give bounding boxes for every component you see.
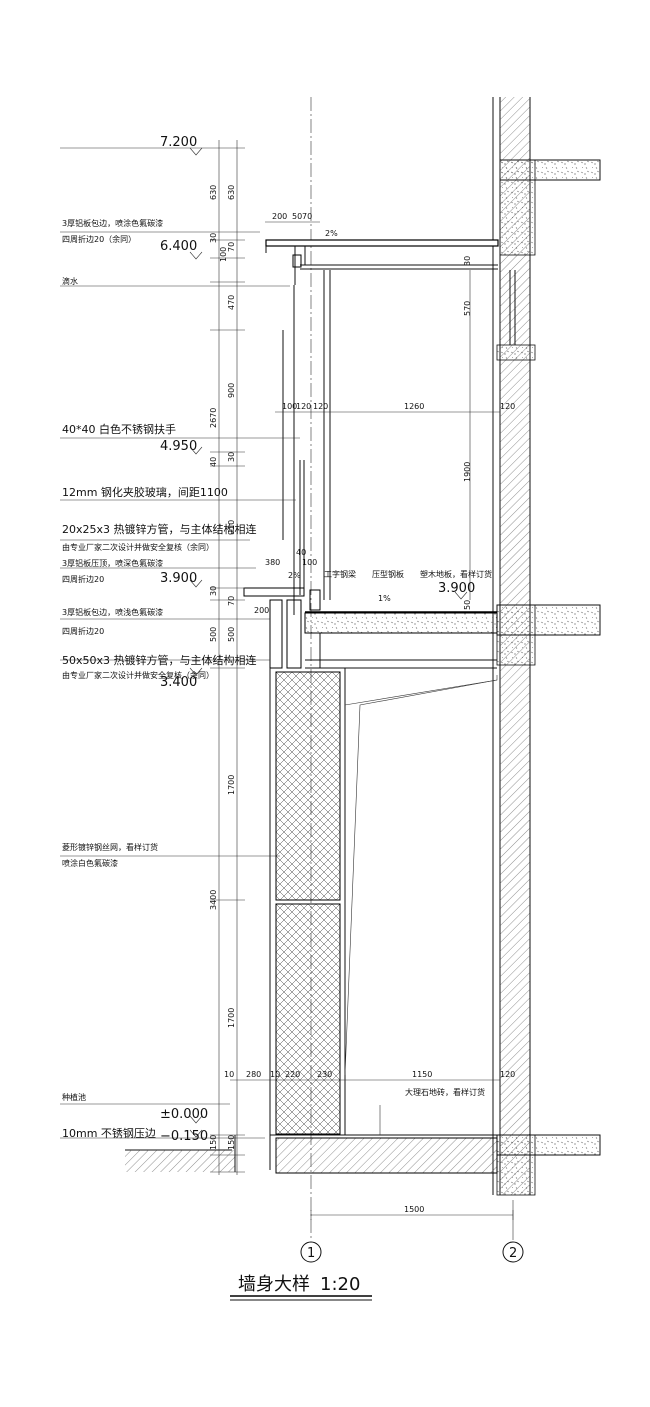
dim-v-50: 50 (463, 600, 472, 610)
dim-h-120a: 120 (296, 402, 311, 411)
dim-v-150b: 150 (227, 1135, 236, 1150)
drawing-scale: 1:20 (320, 1274, 360, 1295)
note-a21: 大理石地砖，看样订货 (405, 1087, 485, 1097)
dim-h-10a: 10 (224, 1070, 234, 1079)
note-a16: 种植池 (62, 1092, 86, 1102)
note-a18: 工字钢梁 (324, 569, 356, 579)
grid-label-2: 2 (509, 1246, 517, 1261)
note-a5: 12mm 钢化夹胶玻璃，间距1100 (62, 485, 228, 499)
dim-v-500b: 500 (227, 627, 236, 642)
slope-slab: 1% (378, 594, 391, 603)
elev-6400: 6.400 (160, 239, 197, 254)
dim-v-30a: 30 (209, 233, 218, 243)
main-wall (492, 97, 601, 1196)
dim-h-200a: 200 (272, 212, 287, 221)
note-a4: 40*40 白色不锈钢扶手 (62, 422, 176, 436)
dim-h-380: 380 (265, 558, 280, 567)
slope-railing: 2% (288, 571, 301, 580)
note-a19: 压型钢板 (372, 569, 404, 579)
grid-label-1: 1 (307, 1246, 315, 1261)
dim-v-500a: 500 (209, 627, 218, 642)
note-a12: 50x50x3 热镀锌方管，与主体结构相连 (62, 653, 257, 667)
dim-v-630b: 630 (227, 185, 236, 200)
dim-v-70b: 70 (227, 596, 236, 606)
dim-h-1500: 1500 (404, 1205, 424, 1214)
texts: 7.200 6.400 4.950 3.900 3.900 3.400 ±0.0… (62, 135, 517, 1295)
dimension-chain-left (200, 140, 245, 1175)
grid-bubbles (300, 1241, 524, 1263)
note-a1: 3厚铝板包边，喷涂色氟碳漆 (62, 218, 163, 228)
note-a2: 四周折边20（余同） (62, 234, 136, 244)
dim-h-100a: 100 (282, 402, 297, 411)
canopy (265, 239, 499, 285)
note-a11: 四周折边20 (62, 626, 104, 636)
dim-v-40: 40 (209, 457, 218, 467)
dim-v-1700a: 1700 (227, 775, 236, 795)
elev-3400: 3.400 (160, 675, 197, 690)
elev-3900-left: 3.900 (160, 571, 197, 586)
dim-h-120b: 120 (313, 402, 328, 411)
dim-h-100b: 100 (302, 558, 317, 567)
elev-3900-right: 3.900 (438, 581, 475, 596)
elev-7200: 7.200 (160, 135, 197, 150)
dim-v-30d: 30 (463, 256, 472, 266)
elev-4950: 4.950 (160, 439, 197, 454)
dim-h-200b: 200 (254, 606, 269, 615)
slope-canopy: 2% (325, 229, 338, 238)
dim-v-470: 470 (227, 295, 236, 310)
dim-v-100: 100 (219, 247, 228, 262)
dim-v-570: 570 (463, 301, 472, 316)
elev-minus-0150: −0.150 (160, 1129, 208, 1144)
balcony-slab (243, 587, 498, 669)
dim-v-30c: 30 (209, 586, 218, 596)
note-a20: 塑木地板，看样订货 (420, 569, 492, 579)
note-a7: 由专业厂家二次设计并做安全复核（余同） (62, 542, 214, 552)
dim-h-280: 280 (246, 1070, 261, 1079)
dim-h-10b: 10 (270, 1070, 280, 1079)
note-a14: 菱形镀锌钢丝网，看样订货 (62, 842, 158, 852)
dimension-horizontal (230, 221, 514, 1220)
dim-v-150a: 150 (209, 1135, 218, 1150)
note-a15: 喷涂白色氟碳漆 (62, 858, 118, 868)
elevation-markers (189, 147, 468, 1138)
dim-h-120c: 120 (500, 402, 515, 411)
dim-h-1150: 1150 (412, 1070, 432, 1079)
dim-h-1260: 1260 (404, 402, 424, 411)
note-a9: 四周折边20 (62, 574, 104, 584)
dim-v-2670: 2670 (209, 408, 218, 428)
upper-frame (282, 270, 331, 615)
drawing-title: 墙身大样 (238, 1274, 310, 1295)
dim-v-910: 910 (227, 520, 236, 535)
note-a3: 滴水 (62, 276, 78, 286)
dim-v-30b: 30 (227, 452, 236, 462)
dim-v-900: 900 (227, 383, 236, 398)
dim-h-230: 230 (317, 1070, 332, 1079)
leader-lines (60, 147, 381, 1139)
dim-h-40: 40 (296, 548, 306, 557)
planter-mesh (125, 668, 498, 1174)
dim-v-70a: 70 (227, 242, 236, 252)
dim-h-70: 70 (302, 212, 312, 221)
dim-v-1900: 1900 (463, 462, 472, 482)
dim-h-220: 220 (285, 1070, 300, 1079)
note-a10: 3厚铝板包边，喷浅色氟碳漆 (62, 607, 163, 617)
dim-v-3400: 3400 (209, 890, 218, 910)
note-a17: 10mm 不锈钢压边 (62, 1127, 156, 1140)
dim-h-50: 50 (292, 212, 302, 221)
note-a8: 3厚铝板压顶，喷深色氟碳漆 (62, 558, 163, 568)
note-a13: 由专业厂家二次设计并做安全复核（余同） (62, 670, 214, 680)
dim-h-120d: 120 (500, 1070, 515, 1079)
elev-0000: ±0.000 (160, 1107, 208, 1122)
note-a6: 20x25x3 热镀锌方管，与主体结构相连 (62, 522, 257, 536)
dim-v-1700b: 1700 (227, 1008, 236, 1028)
dim-v-630a: 630 (209, 185, 218, 200)
